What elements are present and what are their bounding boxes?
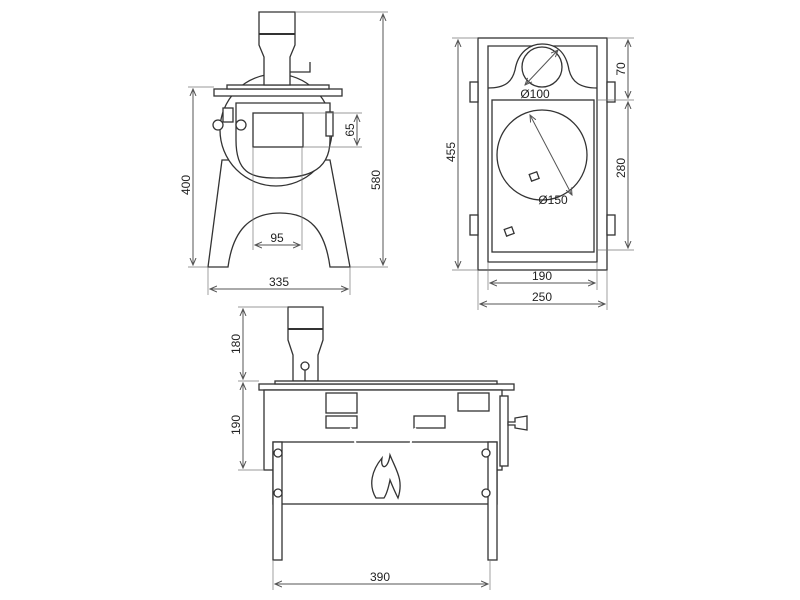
dim-chimney-height: 180	[229, 334, 243, 354]
dim-door-width: 95	[270, 231, 284, 245]
dim-hotplate-diameter: Ø150	[538, 193, 568, 207]
door-hinge-left	[212, 119, 224, 131]
side-handle	[507, 415, 528, 431]
dim-total-height: 580	[369, 170, 383, 190]
dim-base-width: 335	[269, 275, 289, 289]
chimney-pipe	[258, 11, 296, 86]
side-cooktop	[258, 383, 515, 391]
leg-left	[272, 441, 283, 561]
flame-icon	[371, 452, 401, 500]
top-view: Ø100 Ø150 455 70 280 190 250	[444, 37, 634, 310]
dim-side-overall-width: 390	[370, 570, 390, 584]
dim-side-body-height: 190	[229, 415, 243, 435]
side-chimney	[287, 306, 324, 382]
side-view: 180 190 390	[229, 306, 528, 590]
dim-overall-width: 250	[532, 290, 552, 304]
cooktop-plate	[213, 88, 343, 97]
hotplate-ring	[496, 109, 588, 201]
dim-body-height: 400	[179, 175, 193, 195]
stove-stand-legs	[207, 159, 351, 268]
door-hinge-right	[235, 119, 247, 131]
dim-chimney-diameter: Ø100	[520, 87, 550, 101]
leg-right	[487, 441, 498, 561]
front-view: 400 580 65 95 335	[179, 11, 388, 295]
damper-handle	[290, 62, 311, 73]
firebox-door	[252, 112, 304, 148]
dim-inner-width: 190	[532, 269, 552, 283]
hinge-block	[222, 107, 234, 123]
dim-hotplate-depth: 280	[614, 158, 628, 178]
dim-overall-depth: 455	[444, 142, 458, 162]
dim-chimney-offset: 70	[614, 62, 628, 76]
dim-door-height: 65	[343, 123, 357, 137]
door-latch	[325, 111, 334, 137]
